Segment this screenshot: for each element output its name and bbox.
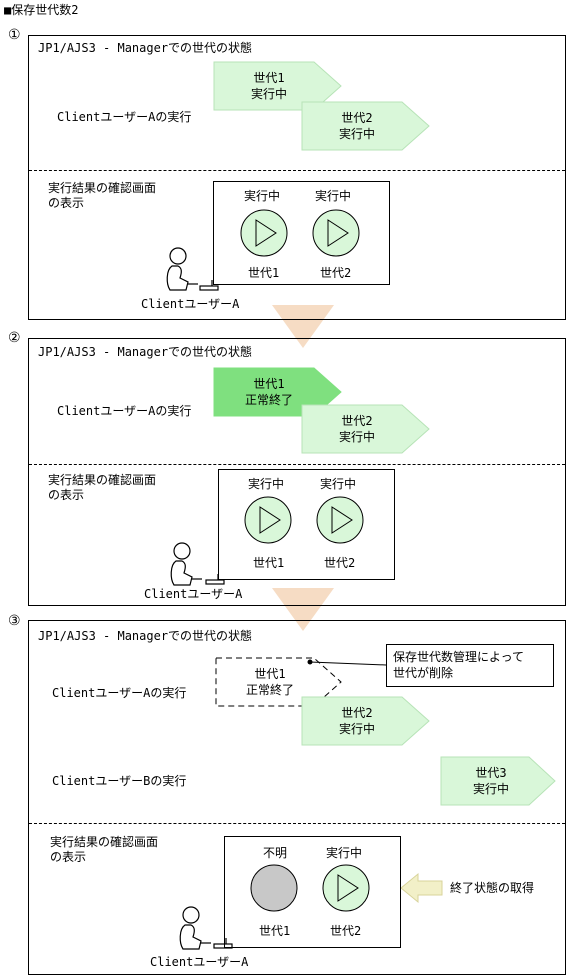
gen3-running-arrow (440, 756, 556, 806)
play-icon (240, 209, 288, 257)
step3-panel (28, 620, 566, 975)
step2-screen-status-right: 実行中 (320, 477, 357, 491)
gen1-deleted-arrow (215, 657, 342, 707)
step1-header: JP1/AJS3 - Managerでの世代の状態 (38, 41, 253, 55)
step1-screen-gen-left: 世代1 (248, 266, 280, 280)
step3-divider (29, 823, 565, 824)
play-icon (316, 496, 364, 544)
step1-panel (28, 35, 566, 320)
gen2-running-arrow (301, 404, 430, 454)
step1-screen-status-left: 実行中 (244, 189, 281, 203)
play-icon (244, 496, 292, 544)
step2-number: ② (8, 330, 21, 346)
step3-screen-status-right: 実行中 (326, 846, 363, 860)
play-triangle (255, 219, 277, 247)
step3-screen (224, 836, 401, 948)
unknown-status-icon (250, 864, 298, 912)
step1-screen-status-right: 実行中 (315, 189, 352, 203)
step3-screen-status-left: 不明 (263, 846, 288, 860)
user-icon (170, 542, 225, 586)
step2-panel (28, 338, 566, 606)
play-triangle (331, 506, 353, 534)
step2-result-label: 実行結果の確認画面 の表示 (48, 473, 157, 502)
step-down-arrow (272, 588, 334, 631)
status-fetch-arrow (400, 872, 443, 904)
gen1-ended-arrow (213, 367, 342, 417)
step2-header: JP1/AJS3 - Managerでの世代の状態 (38, 345, 253, 359)
step3-number: ③ (8, 613, 21, 629)
play-triangle (337, 874, 359, 902)
step1-result-label: 実行結果の確認画面 の表示 (48, 181, 157, 210)
step2-screen-status-left: 実行中 (248, 477, 285, 491)
gen2-running-arrow (301, 696, 430, 746)
step3-header: JP1/AJS3 - Managerでの世代の状態 (38, 629, 253, 643)
step2-user-label: ClientユーザーA (144, 587, 243, 601)
step3-client-a-label: ClientユーザーAの実行 (52, 686, 187, 700)
deletion-note: 保存世代数管理によって 世代が削除 (386, 644, 554, 687)
step1-user-label: ClientユーザーA (141, 297, 240, 311)
step3-client-b-label: ClientユーザーBの実行 (52, 774, 187, 788)
step2-screen-gen-left: 世代1 (253, 556, 285, 570)
step3-user-label: ClientユーザーA (150, 955, 249, 969)
step3-result-label: 実行結果の確認画面 の表示 (50, 835, 159, 864)
step1-divider (29, 170, 565, 171)
step1-screen-gen-right: 世代2 (320, 266, 352, 280)
step1-number: ① (8, 27, 21, 43)
play-icon (322, 864, 370, 912)
step2-divider (29, 464, 565, 465)
play-triangle (327, 219, 349, 247)
step2-screen (218, 469, 395, 580)
step3-screen-gen-left: 世代1 (259, 924, 291, 938)
gen1-running-arrow (213, 61, 342, 111)
step2-client-a-label: ClientユーザーAの実行 (57, 404, 192, 418)
step1-screen (213, 181, 390, 285)
play-triangle (259, 506, 281, 534)
play-icon (312, 209, 360, 257)
user-icon (179, 906, 233, 950)
step1-client-a-label: ClientユーザーAの実行 (57, 110, 192, 124)
page-title: ■保存世代数2 (4, 3, 79, 17)
step-down-arrow (272, 305, 334, 348)
gen2-running-arrow (301, 101, 430, 151)
step2-screen-gen-right: 世代2 (324, 556, 356, 570)
status-fetch-label: 終了状態の取得 (450, 881, 535, 895)
user-icon (166, 247, 219, 291)
step3-screen-gen-right: 世代2 (330, 924, 362, 938)
